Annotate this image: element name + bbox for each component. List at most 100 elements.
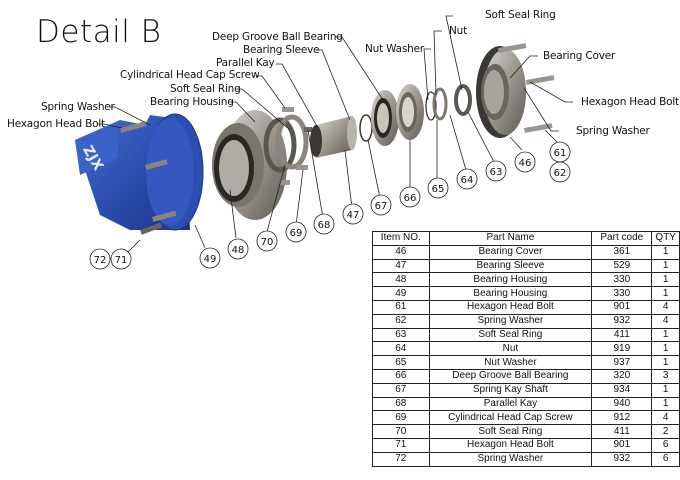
balloon-71: 71 (110, 248, 132, 270)
cell-part-code: 940 (591, 396, 653, 412)
balloon-69: 69 (285, 221, 307, 243)
soft-seal-ring-63 (454, 84, 472, 116)
balloons: 72 71 49 48 70 69 68 47 67 66 65 64 63 4… (89, 141, 571, 270)
balloon-48: 48 (227, 238, 249, 260)
cell-part-name: Nut Washer (428, 355, 593, 370)
cell-part-name: Deep Groove Ball Bearing (428, 368, 593, 384)
cap-screw-69 (282, 107, 294, 112)
svg-text:49: 49 (204, 254, 217, 265)
diagram-title: Detail B (36, 14, 162, 50)
nut-64 (432, 87, 448, 121)
svg-text:69: 69 (290, 228, 303, 239)
svg-text:64: 64 (461, 175, 474, 186)
cell-item-no: 46 (372, 244, 430, 260)
balloon-66: 66 (399, 186, 421, 208)
callout-hexagon-head-bolt-right: Hexagon Head Bolt (581, 96, 679, 108)
cell-item-no: 66 (372, 368, 430, 384)
cell-qty: 1 (651, 258, 680, 274)
cell-part-name: Bearing Housing (428, 272, 593, 288)
cell-qty: 6 (651, 451, 680, 467)
svg-text:63: 63 (490, 167, 503, 178)
balloon-64: 64 (456, 168, 478, 190)
parallel-key-68 (304, 127, 312, 132)
callout-bearing-sleeve: Bearing Sleeve (243, 44, 320, 56)
cell-item-no: 61 (372, 299, 430, 315)
cell-part-name: Spring Washer (428, 313, 593, 329)
svg-text:46: 46 (519, 158, 532, 169)
cell-item-no: 70 (372, 424, 430, 439)
balloon-70: 70 (256, 230, 278, 252)
callout-soft-seal-ring-left: Soft Seal Ring (170, 83, 241, 95)
soft-seal-rings-70 (263, 114, 309, 173)
svg-text:66: 66 (404, 193, 417, 204)
cell-part-code: 919 (591, 341, 653, 357)
table-header-row: Item NO. Part Name Part code QTY (372, 231, 680, 246)
svg-text:72: 72 (94, 255, 107, 266)
cell-part-name: Parallel Kay (428, 396, 593, 412)
cell-part-name: Spring Washer (428, 451, 593, 467)
cell-part-code: 330 (591, 272, 653, 288)
balloon-49: 49 (199, 247, 221, 269)
balloon-72: 72 (89, 248, 111, 270)
svg-text:65: 65 (432, 184, 445, 195)
cell-qty: 1 (651, 327, 680, 343)
header-qty: QTY (651, 231, 680, 246)
cell-qty: 4 (651, 299, 680, 315)
svg-text:67: 67 (375, 201, 388, 212)
bearing-sleeve-47 (310, 116, 357, 158)
cell-qty: 4 (651, 313, 680, 329)
cell-part-code: 361 (591, 244, 653, 260)
hex-bolt-61b (526, 75, 555, 85)
cell-part-name: Hexagon Head Bolt (428, 437, 593, 453)
cell-item-no: 47 (372, 258, 430, 274)
cell-item-no: 67 (372, 382, 430, 398)
cell-part-code: 932 (591, 451, 653, 467)
cell-part-name: Soft Seal Ring (428, 327, 593, 343)
cell-item-no: 65 (372, 355, 430, 370)
balloon-65: 65 (427, 177, 449, 199)
cell-part-name: Soft Seal Ring (428, 424, 593, 439)
nut-washer-65 (425, 91, 437, 121)
spring-key-shaft-67 (359, 114, 373, 142)
callout-nut-washer: Nut Washer (365, 43, 425, 55)
cell-part-code: 901 (591, 299, 653, 315)
bearing-housing-48 (212, 110, 290, 220)
svg-text:71: 71 (115, 255, 128, 266)
cell-item-no: 49 (372, 286, 430, 301)
cell-part-name: Bearing Housing (428, 286, 593, 301)
cell-part-name: Hexagon Head Bolt (428, 299, 593, 315)
cell-part-name: Bearing Sleeve (428, 258, 593, 274)
cell-part-code: 529 (591, 258, 653, 274)
cell-part-code: 934 (591, 382, 653, 398)
callout-soft-seal-ring-right: Soft Seal Ring (485, 9, 556, 21)
svg-text:68: 68 (318, 220, 331, 231)
svg-text:70: 70 (261, 237, 274, 248)
bearing-housing-49: ZJX (75, 113, 204, 235)
cell-qty: 1 (651, 244, 680, 260)
cell-part-name: Nut (428, 341, 593, 357)
cell-item-no: 64 (372, 341, 430, 357)
callout-bearing-cover: Bearing Cover (543, 50, 616, 62)
cell-part-name: Bearing Cover (428, 244, 593, 260)
header-item-no: Item NO. (372, 231, 430, 246)
svg-text:61: 61 (554, 148, 567, 159)
callout-bearing-housing: Bearing Housing (150, 96, 234, 108)
cell-qty: 3 (651, 368, 680, 384)
balloon-68: 68 (313, 213, 335, 235)
header-part-name: Part Name (428, 231, 593, 246)
hex-bolt-61c (524, 123, 553, 133)
cell-item-no: 62 (372, 313, 430, 329)
callout-spring-washer-right: Spring Washer (576, 125, 650, 137)
